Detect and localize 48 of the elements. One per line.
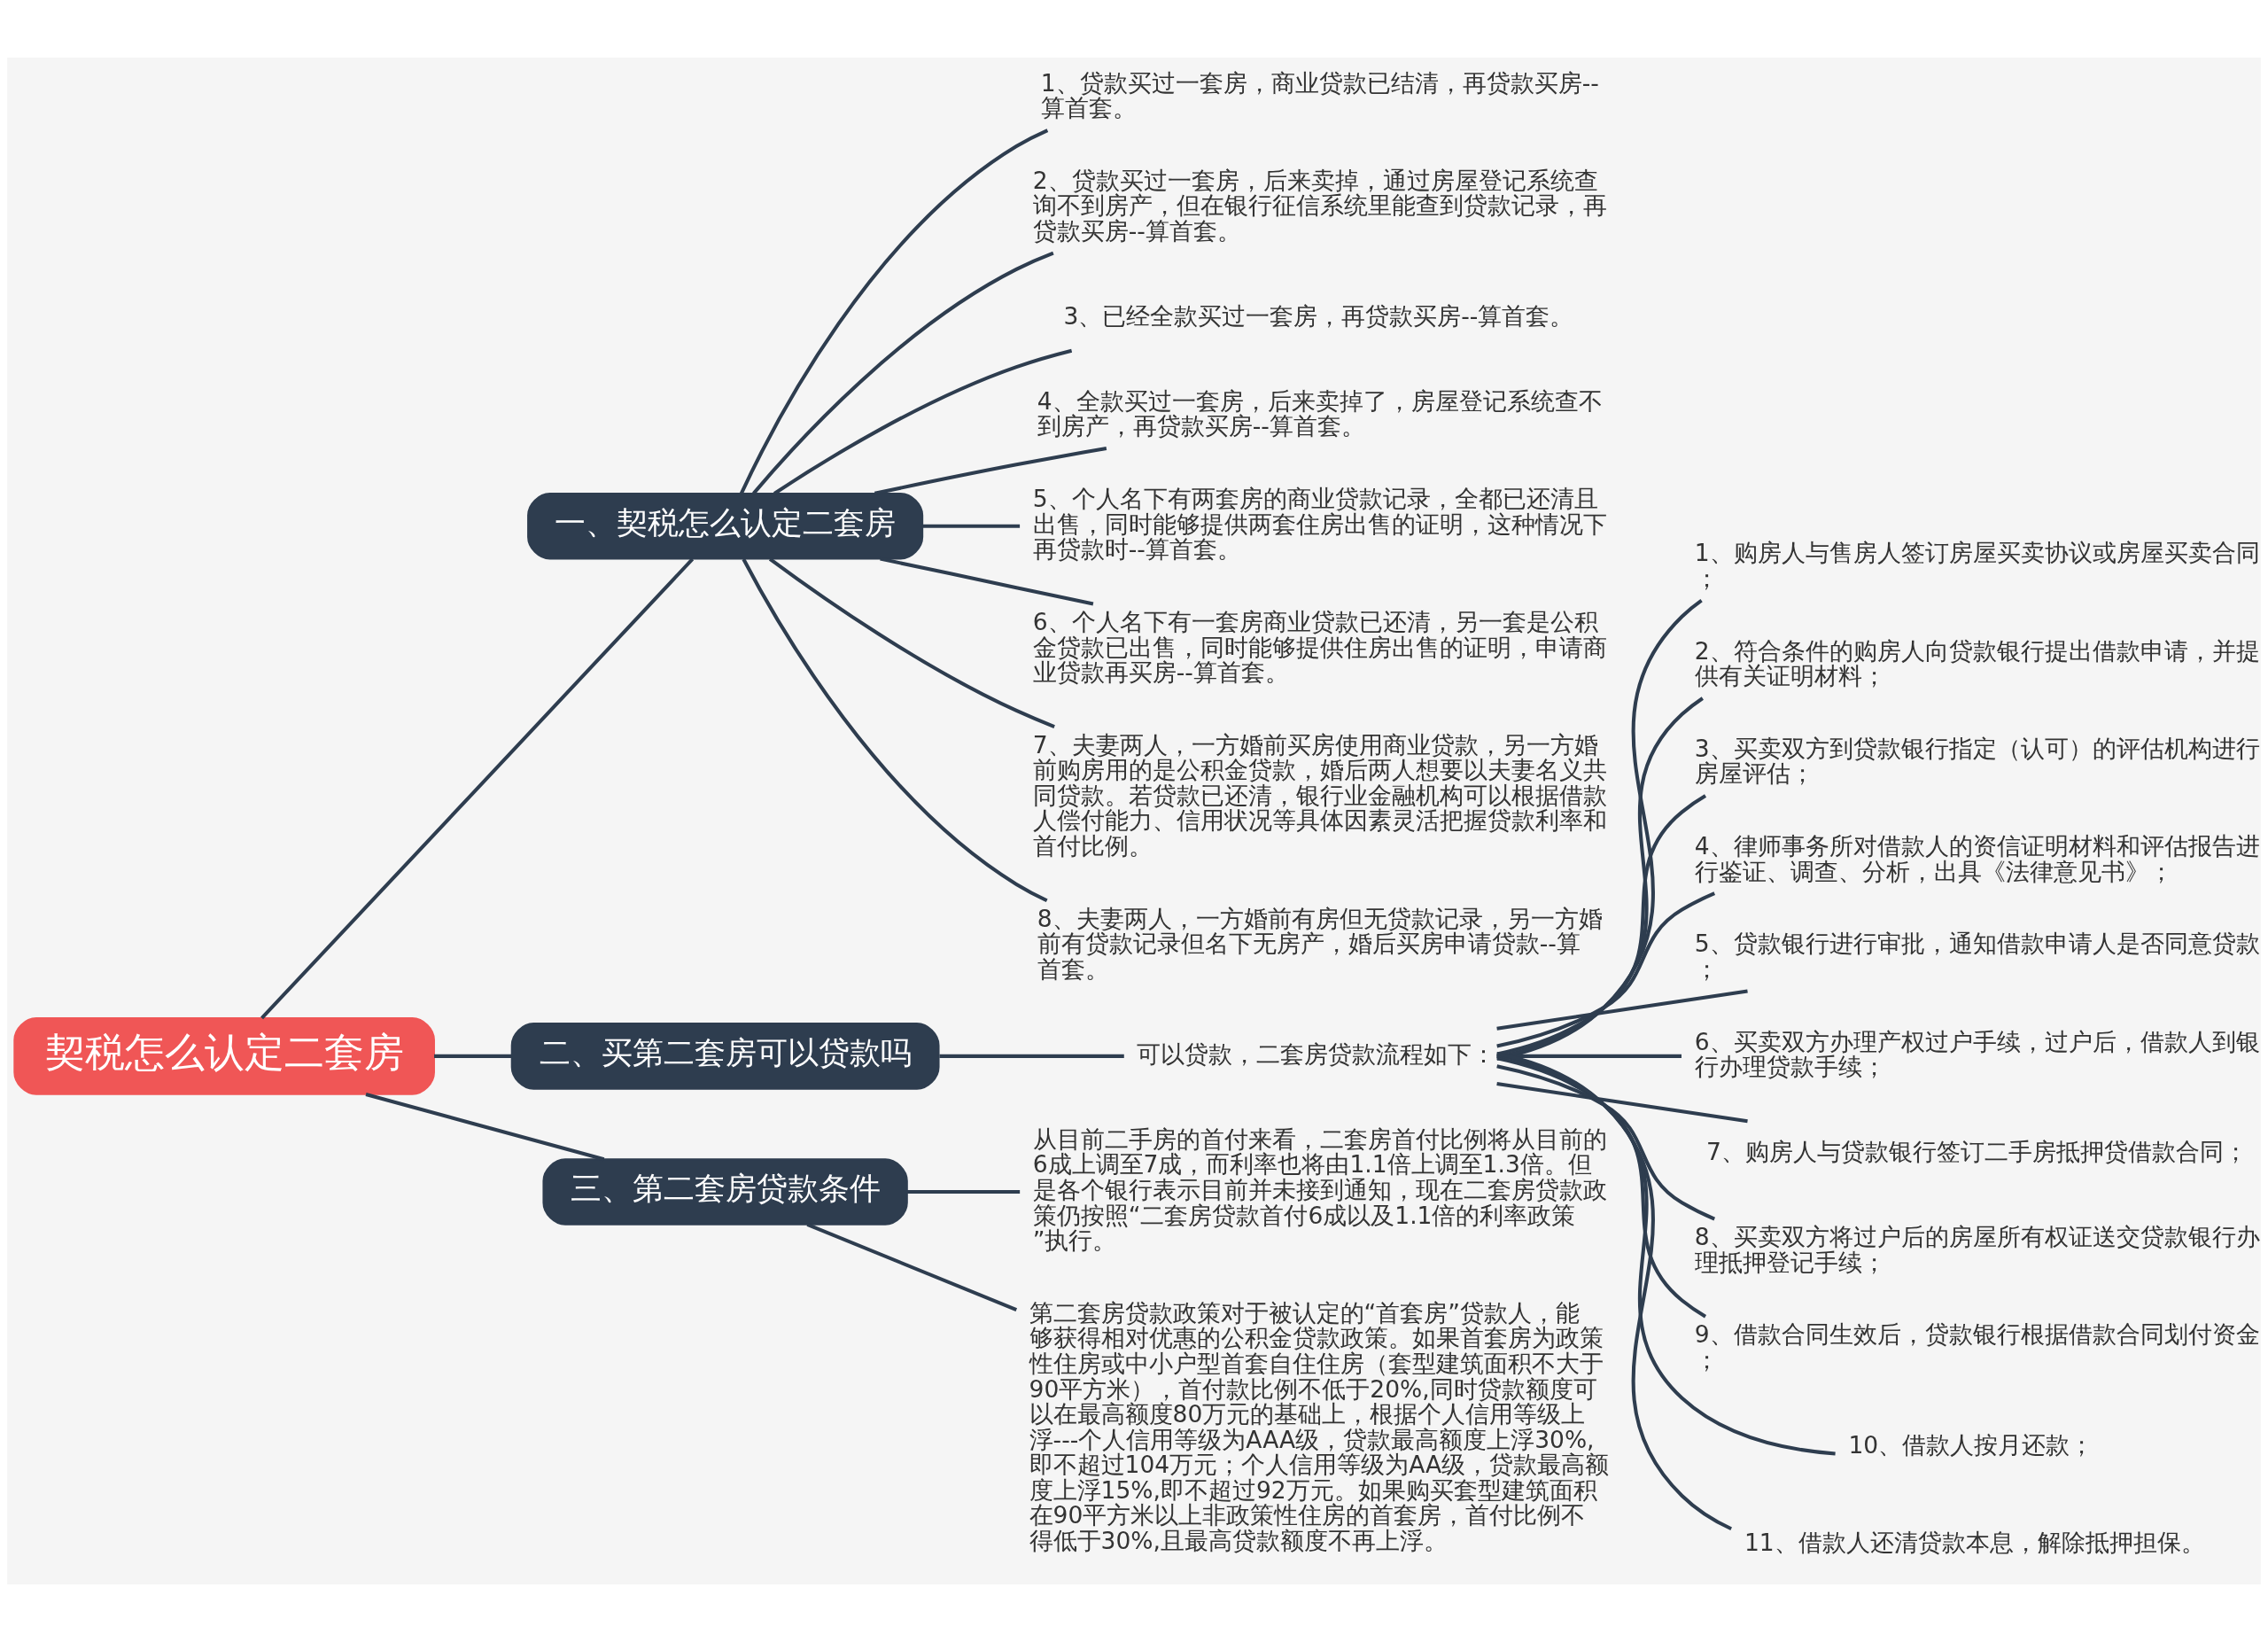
connector [880, 556, 1094, 606]
connector [773, 348, 1073, 495]
node-text: 2、贷款买过一套房，后来卖掉，通过房屋登记系统查询不到房产，但在银行征信系统里能查到贷款记录，再贷款买房--算首套。 [1032, 166, 1607, 245]
node-text: 10、借款人按月还款； [1848, 1430, 2094, 1459]
connector [1496, 1053, 1836, 1456]
node-text: 7、购房人与贷款银行签订二手房抵押贷借款合同； [1706, 1138, 2248, 1166]
node-text: 8、买卖双方将过户后的房屋所有权证送交贷款银行办理抵押登记手续； [1694, 1223, 2260, 1276]
node-box: 契税怎么认定二套房 [13, 1017, 435, 1095]
connector [752, 251, 1054, 495]
connector [874, 447, 1107, 495]
node-text: 6、买卖双方办理产权过户手续，过户后，借款人到银行办理贷款手续； [1694, 1027, 2260, 1081]
node-text: 5、贷款银行进行审批，通知借款申请人是否同意贷款； [1694, 930, 2260, 983]
connector [1496, 1051, 1733, 1531]
node-text: 7、夫妻两人，一方婚前买房使用商业贷款，另一方婚前购房用的是公积金贷款，婚后两人想要以夫妻名义共同贷款。若贷款已还清，银行业金融机构可以根据借款人偿付能力、信用状况等具体因素灵活把握贷款利率和首付比例。 [1032, 730, 1607, 860]
connector [365, 1093, 605, 1162]
node-box: 三、第二套房贷款条件 [542, 1158, 908, 1226]
node-text: 8、夫妻两人，一方婚前有房但无贷款记录，另一方婚前有贷款记录但名下无房产，婚后买房申请贷款--算首套。 [1037, 904, 1603, 983]
node-text: 第二套房贷款政策对于被认定的“首套房”贷款人，能够获得相对优惠的公积金贷款政策。如果首套房为政策性住房或中小户型首套自住住房（套型建筑面积不大于90平方米），首付款比例不低于20%,同时贷款额度可以在最高额度80万元的基础上，根据个人信用等级上浮---个人信用等级为AAA级，贷款最高额度上浮30%,即不超过104万元；个人信用等级为AA级，贷款最高额度上浮15%,即不超过92万元。如果购买套型建筑面积在90平方米以上非政策性住房的首套房，首付比例不得低于30%,且最高贷款额度不再上浮。 [1029, 1298, 1610, 1554]
node-box: 一、契税怎么认定二套房 [527, 492, 924, 560]
node-text: 11、借款人还清贷款本息，解除抵押担保。 [1744, 1529, 2205, 1557]
connector [806, 1223, 1018, 1311]
node-text: 从目前二手房的首付来看，二套房首付比例将从目前的6成上调至7成，而利率也将由1.1倍上调至1.3倍。但是各个银行表示目前并未接到通知，现在二套房贷款政策仍按照“二套房贷款首付6成以及1.1倍的利率政策”执行。 [1032, 1124, 1607, 1255]
node-text: 5、个人名下有两套房的商业贷款记录，全都已还清且出售，同时能够提供两套住房出售的证明，这种情况下再贷款时--算首套。 [1032, 485, 1607, 564]
connector [768, 557, 1055, 728]
connector [1496, 1064, 1716, 1221]
node-text: 6、个人名下有一套房商业贷款已还清，另一套是公积金贷款已出售，同时能够提供住房出售的证明，申请商业贷款再买房--算首套。 [1032, 607, 1607, 687]
node-text: 9、借款合同生效后，贷款银行根据借款合同划付资金； [1694, 1320, 2260, 1374]
connector [939, 1054, 1124, 1058]
node-text: 1、贷款买过一套房，商业贷款已结清，再贷款买房--算首套。 [1040, 68, 1599, 122]
node-text: 3、已经全款买过一套房，再贷款买房--算首套。 [1063, 301, 1574, 330]
connector [1496, 598, 1703, 1061]
node-text: 4、律师事务所对借款人的资信证明材料和评估报告进行鉴证、调查、分析，出具《法律意见书》； [1694, 832, 2260, 885]
connector [1496, 891, 1716, 1048]
connector [1496, 1056, 1707, 1319]
node-text: 4、全款买过一套房，后来卖掉了，房屋登记系统查不到房产，再贷款买房--算首套。 [1037, 386, 1603, 440]
node-text: 2、符合条件的购房人向贷款银行提出借款申请，并提供有关证明材料； [1694, 636, 2260, 690]
node-text: 1、购房人与售房人签订房屋买卖协议或房屋买卖合同； [1694, 539, 2260, 592]
connector [1496, 1082, 1748, 1124]
connector [922, 524, 1021, 528]
node-text: 可以贷款，二套房贷款流程如下： [1137, 1039, 1496, 1068]
connector [742, 558, 1048, 903]
node-text: 3、买卖双方到贷款银行指定（认可）的评估机构进行房屋评估； [1694, 734, 2260, 788]
node-box: 二、买第二套房可以贷款吗 [510, 1023, 940, 1090]
connector [739, 128, 1049, 494]
connector [260, 557, 695, 1020]
connector [1496, 989, 1748, 1031]
connector [906, 1189, 1021, 1195]
connector [434, 1054, 512, 1058]
